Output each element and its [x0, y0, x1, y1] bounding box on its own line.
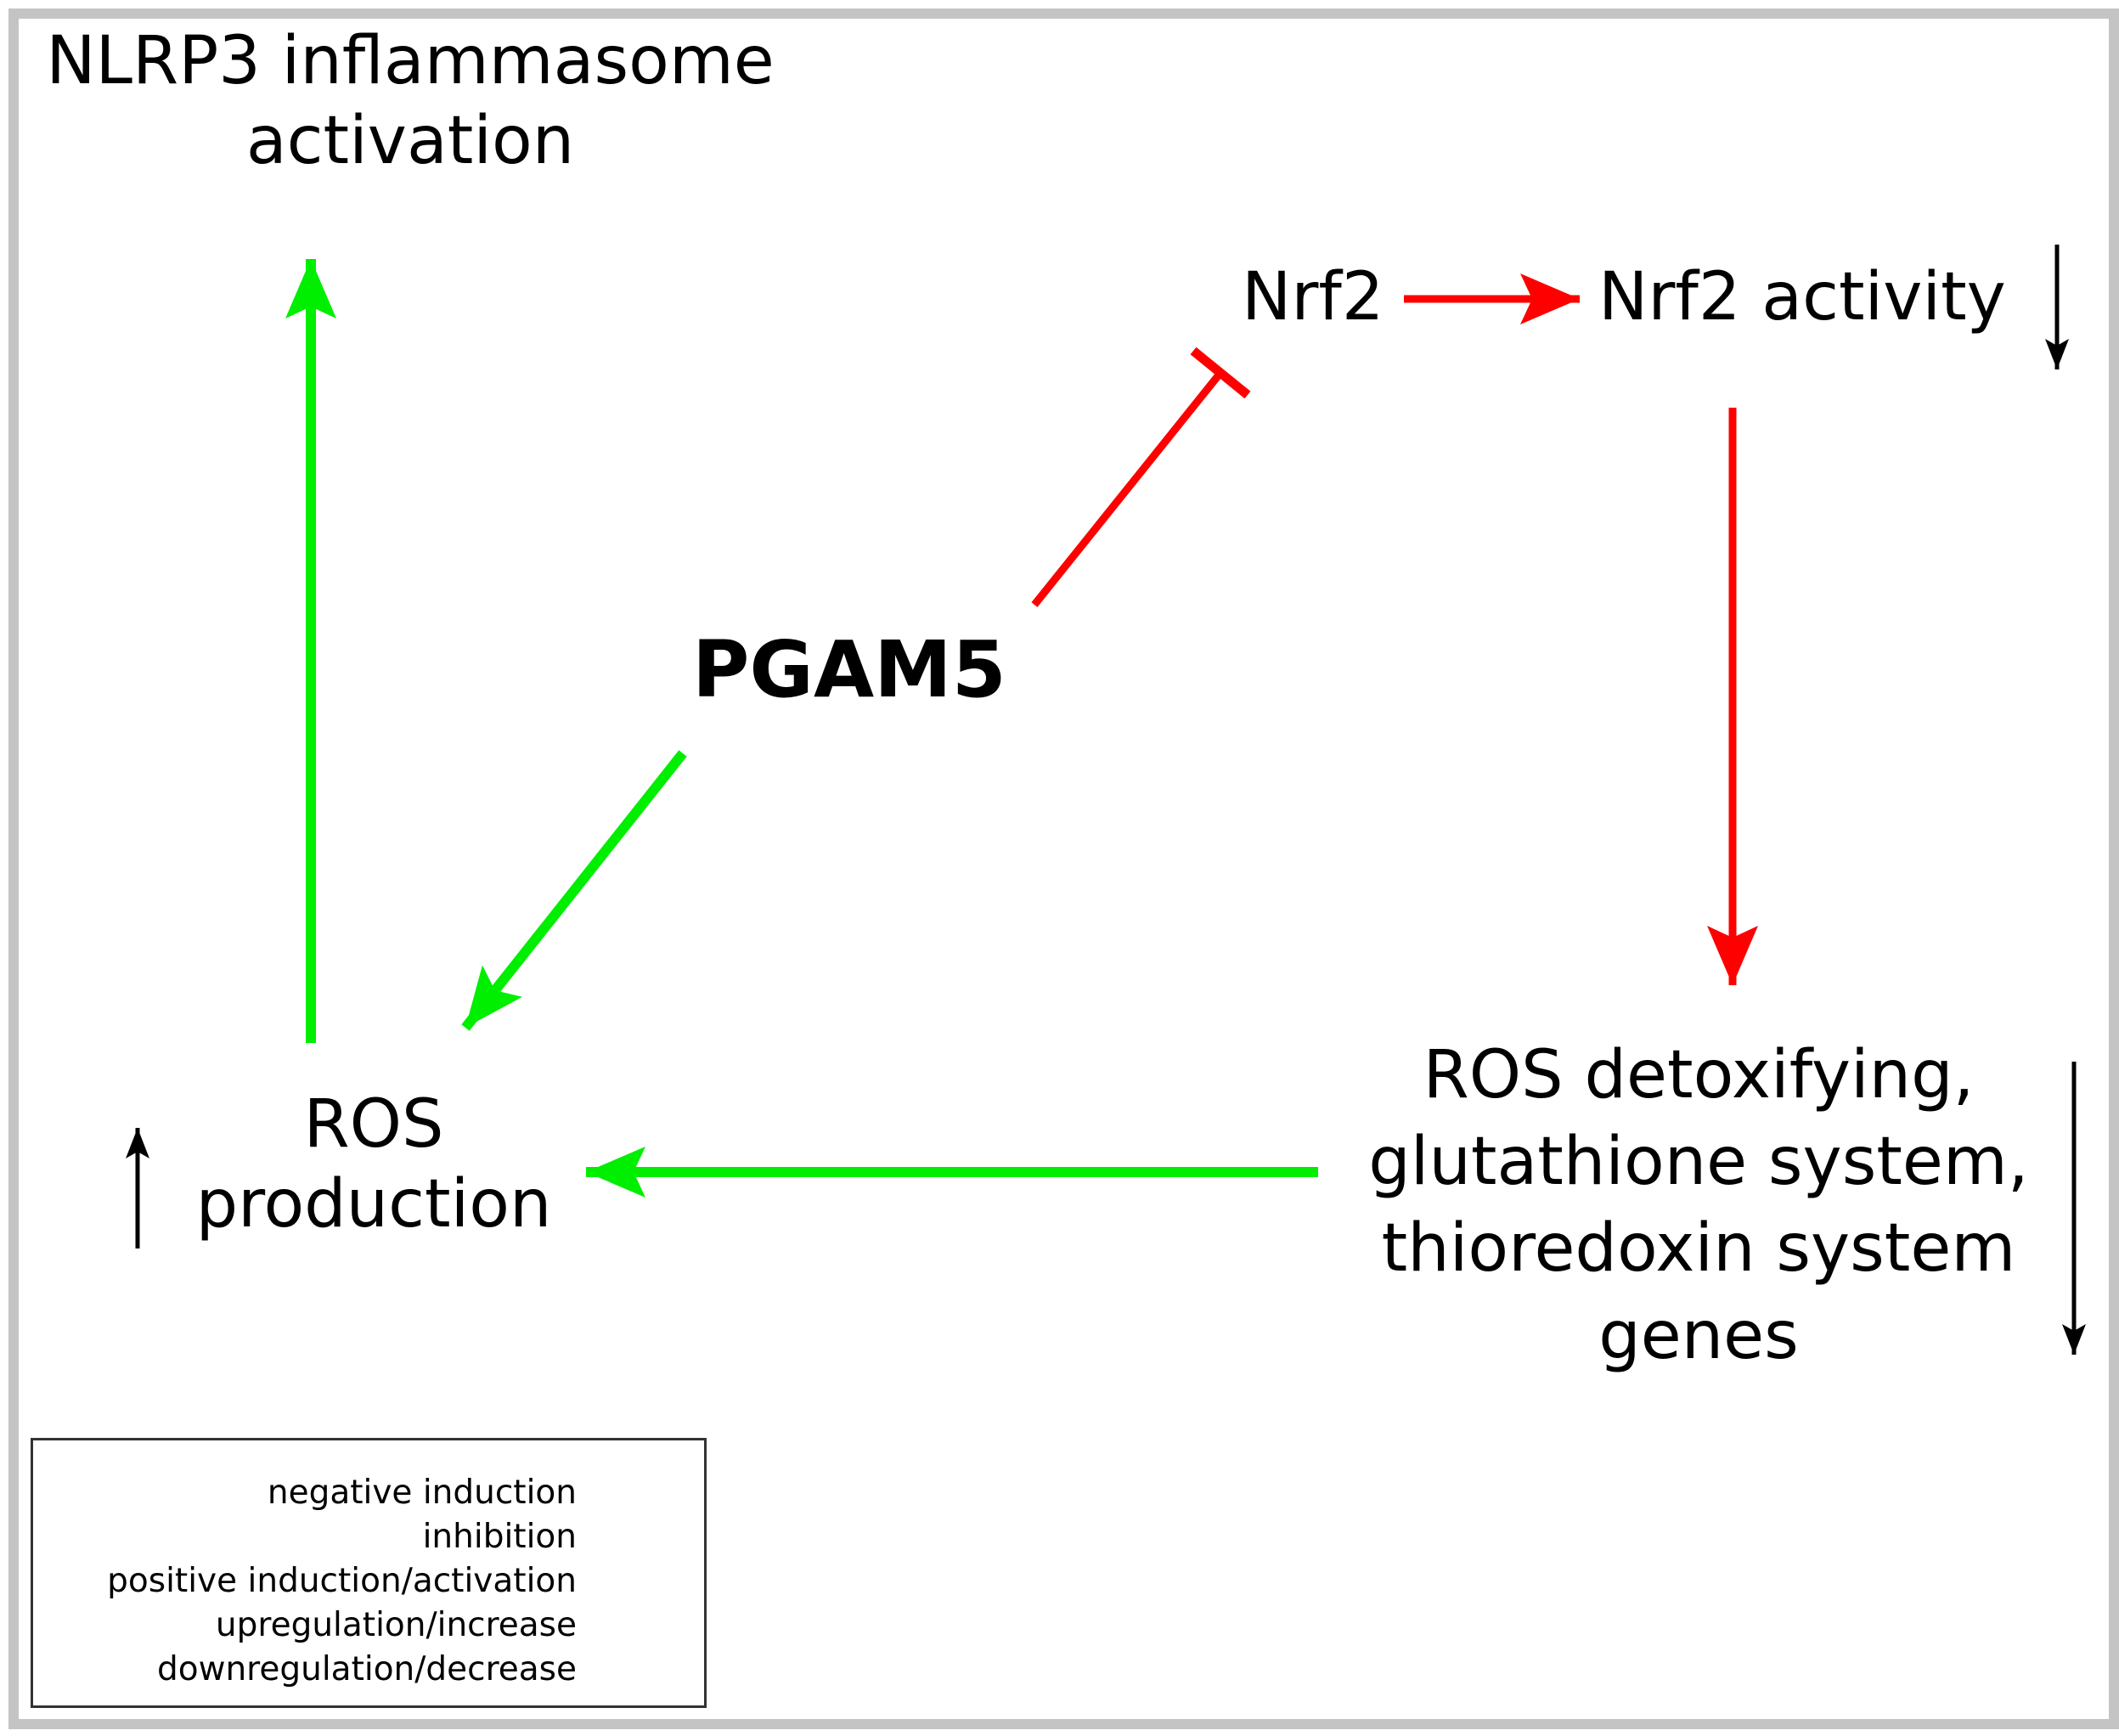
ros-production-line1: ROS	[303, 1086, 444, 1163]
ros-detox-line4: genes	[1598, 1297, 1799, 1374]
legend-label-downregulation: downregulation/decrease	[156, 1650, 577, 1688]
node-pgam5: PGAM5	[692, 624, 1006, 715]
legend: negative induction inhibition positive i…	[31, 1438, 707, 1708]
inhibition-pgam5-to-nrf2	[1031, 370, 1224, 607]
legend-label-upregulation: upregulation/increase	[215, 1606, 577, 1644]
node-nlrp3-activation: NLRP3 inflammasome activation	[24, 22, 797, 181]
ros-production-line2: production	[195, 1165, 552, 1243]
node-nrf2: Nrf2	[1242, 259, 1384, 335]
node-nrf2-activity: Nrf2 activity	[1598, 259, 2006, 335]
inhibition-bar	[1190, 347, 1251, 399]
legend-label-inhibition: inhibition	[422, 1518, 577, 1556]
legend-label-negative-induction: negative induction	[267, 1474, 577, 1512]
node-ros-detox-genes: ROS detoxifying, glutathione system, thi…	[1308, 1032, 2089, 1379]
ros-detox-line1: ROS detoxifying,	[1423, 1037, 1975, 1113]
legend-label-positive-induction: positive induction/activation	[107, 1562, 577, 1600]
arrow-pgam5-to-ros	[461, 750, 687, 1031]
nlrp3-line1: NLRP3 inflammasome	[46, 23, 775, 99]
nlrp3-line2: activation	[245, 102, 575, 179]
node-ros-production: ROS production	[161, 1085, 586, 1244]
ros-detox-line2: glutathione system,	[1368, 1124, 2029, 1201]
ros-detox-line3: thioredoxin system	[1381, 1210, 2016, 1288]
